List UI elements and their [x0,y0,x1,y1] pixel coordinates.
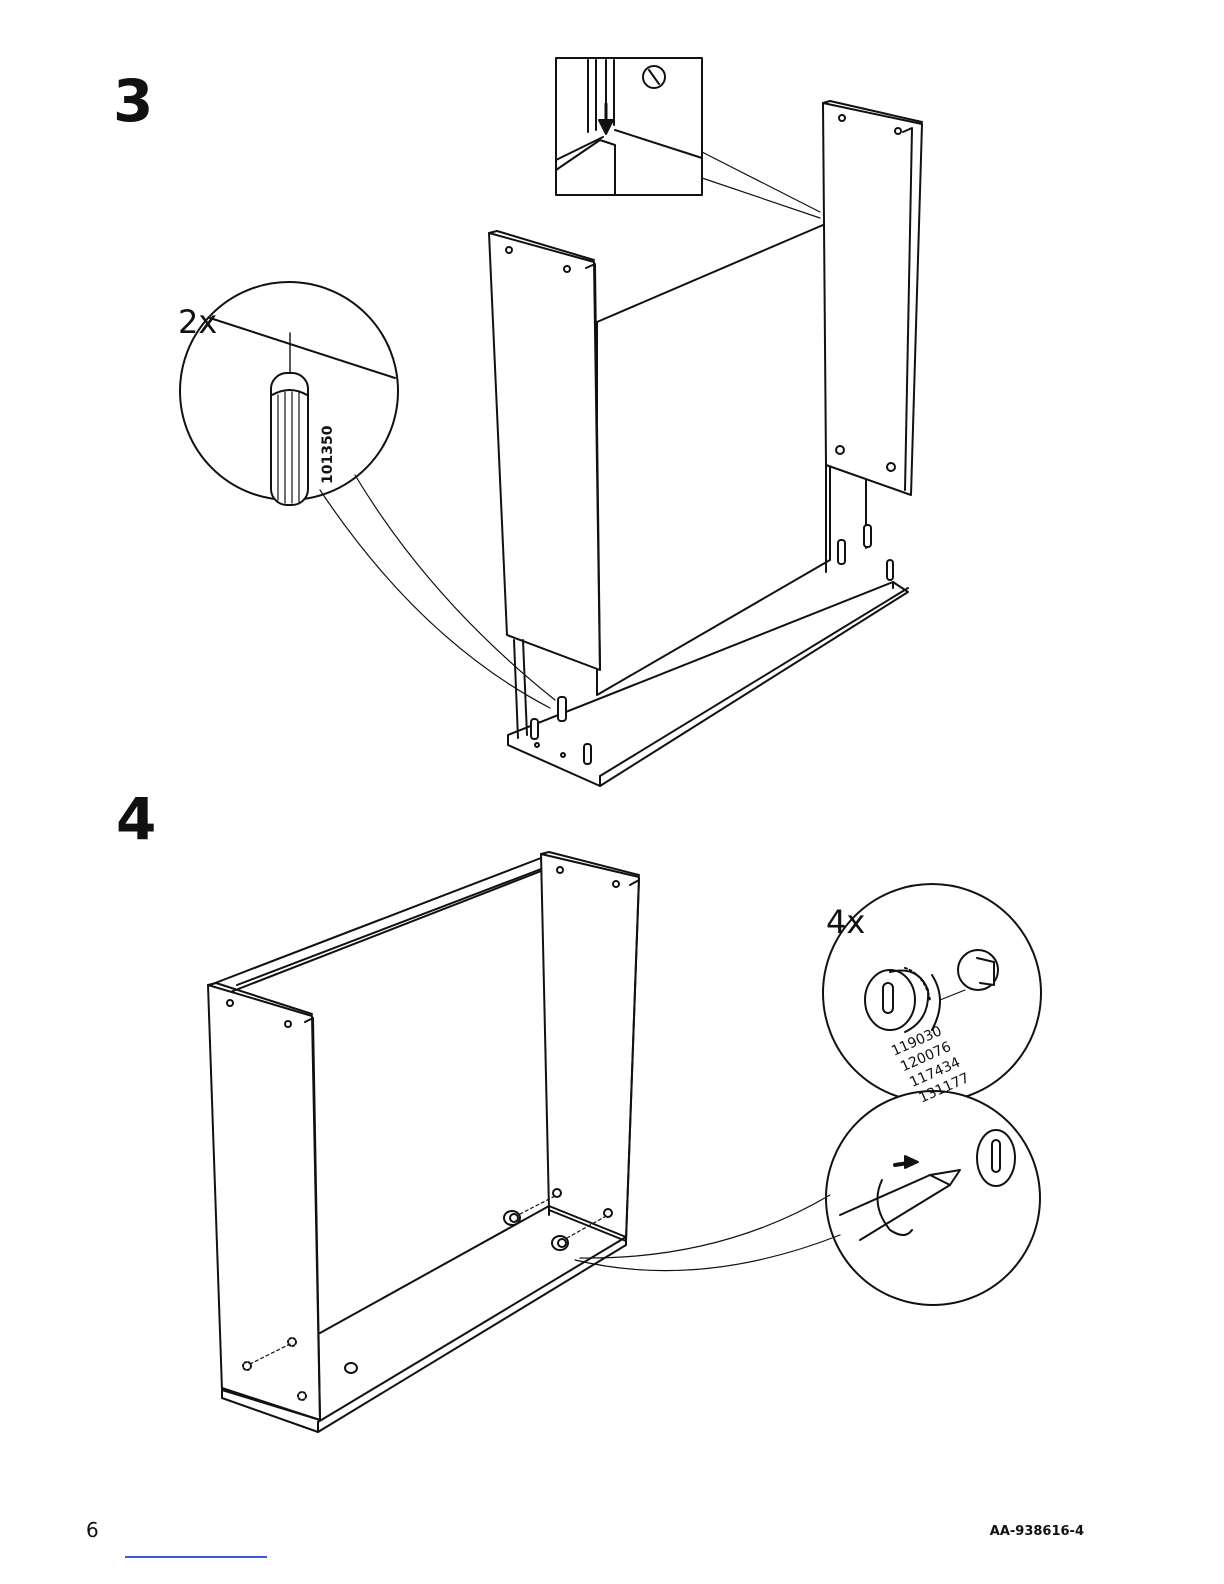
step-3-part-number: 101350 [320,425,336,484]
link-underline[interactable] [125,1556,267,1558]
right-side-panel [823,103,922,495]
step-3-quantity: 2x [178,303,217,341]
left-side-panel [489,233,600,670]
step-3-illustration [180,58,922,786]
step-4-illustration [208,852,1041,1432]
step-4-quantity: 4x [826,903,865,941]
detail-box-groove [556,58,820,218]
screwdriver-detail-circle [575,1091,1040,1305]
back-side-panel [541,854,639,1241]
page-number: 6 [86,1518,99,1542]
document-code: AA-938616-4 [990,1524,1084,1539]
front-side-panel [208,985,320,1420]
